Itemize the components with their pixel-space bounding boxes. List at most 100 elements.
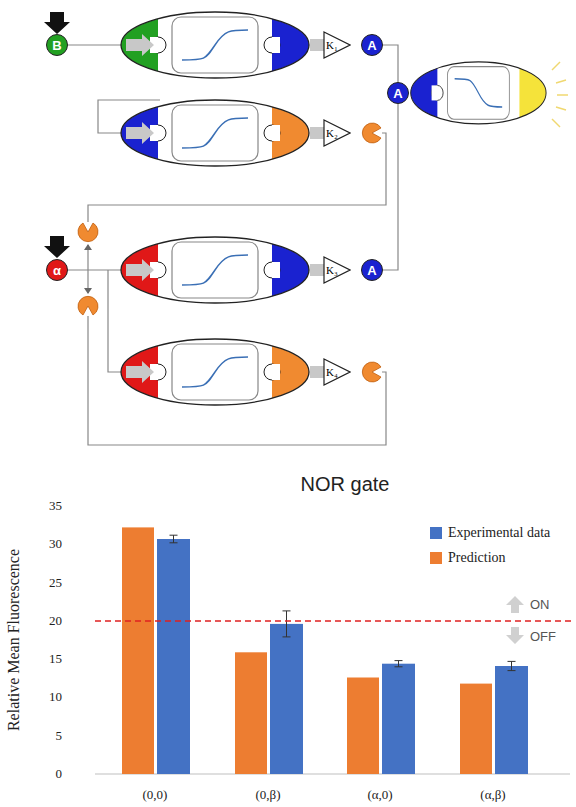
- path-shape: [87, 245, 88, 293]
- path-shape: [383, 45, 398, 82]
- use-shape: [182, 118, 248, 148]
- line-shape: [552, 119, 560, 127]
- g-shape: [78, 123, 381, 382]
- path-shape: [395, 661, 403, 667]
- legend-text: Experimental data: [448, 525, 550, 541]
- chart-label: 10: [49, 689, 62, 705]
- rect-shape: [495, 666, 528, 774]
- chart-label: 35: [49, 498, 62, 514]
- g-shape: [552, 62, 568, 127]
- ellipse-shape: [411, 62, 546, 124]
- g-shape: [170, 535, 516, 670]
- g-shape: [121, 100, 336, 166]
- node-text: K₄: [323, 366, 338, 378]
- chart-label: ON: [530, 597, 550, 612]
- gain-triangle: K₄: [323, 358, 351, 386]
- use-shape: [182, 255, 248, 285]
- node-text: α: [53, 264, 61, 277]
- node-text: K₃: [323, 264, 338, 276]
- node-text: B: [52, 39, 61, 52]
- path-shape: [78, 223, 98, 242]
- line-shape: [557, 94, 568, 96]
- legend-text: Prediction: [448, 550, 506, 566]
- chart-label: 15: [49, 651, 62, 667]
- path-shape: [283, 611, 291, 637]
- rect-shape: [157, 539, 190, 774]
- rect-shape: [447, 67, 509, 120]
- path-shape: [88, 316, 386, 445]
- ellipse-shape: [411, 62, 546, 124]
- chart-label: (0,β): [255, 787, 280, 803]
- polygon-shape: [506, 596, 524, 613]
- path-shape: [362, 362, 381, 382]
- use-shape: [182, 357, 248, 387]
- chart-label: 5: [56, 728, 63, 744]
- chart-label: (0,0): [143, 787, 168, 803]
- path-shape: [66, 44, 128, 45]
- chart-label: 0: [56, 766, 63, 782]
- connector: [383, 104, 398, 270]
- g-shape: [411, 62, 546, 124]
- signal-circle: B: [46, 34, 68, 56]
- polygon-shape: [84, 288, 92, 294]
- chart-title: NOR gate: [301, 473, 390, 496]
- rect-shape: [382, 664, 415, 774]
- chart-label: 20: [49, 613, 62, 629]
- use-shape: [126, 17, 336, 73]
- path-shape: [78, 296, 98, 315]
- use-shape: [182, 30, 248, 60]
- chart-label: 25: [49, 575, 62, 591]
- signal-circle: α: [46, 259, 68, 281]
- node-text: A: [393, 87, 402, 100]
- bars: [122, 527, 528, 774]
- gain-triangle: K₃: [323, 256, 351, 284]
- polygon-shape: [324, 257, 350, 283]
- path-shape: [362, 123, 381, 143]
- rect-shape: [432, 85, 438, 100]
- polygon-shape: [324, 32, 350, 58]
- rect-shape: [460, 684, 492, 774]
- chart-label: 30: [49, 536, 62, 552]
- legend-swatch: [430, 552, 442, 564]
- signal-circle: A: [387, 82, 409, 104]
- gain-triangle: K₁: [323, 31, 351, 59]
- polygon-shape: [324, 359, 350, 385]
- connector: [383, 45, 398, 82]
- ellipse-shape: [519, 62, 546, 124]
- chart-label: OFF: [530, 629, 556, 644]
- line-shape: [556, 107, 566, 110]
- node-text: K₁: [323, 39, 338, 51]
- polygon-shape: [506, 627, 524, 644]
- axis-title: Relative Mean Fluorescence: [5, 549, 23, 731]
- path-shape: [383, 104, 398, 270]
- signal-circle: A: [361, 259, 383, 281]
- rect-shape: [122, 527, 154, 774]
- rect-shape: [270, 624, 303, 774]
- chart-label: (α,β): [480, 787, 505, 803]
- circle-shape: [432, 85, 444, 100]
- g-shape: [121, 339, 336, 405]
- path-shape: [66, 269, 128, 270]
- node-text: K₂: [323, 127, 338, 139]
- polygon-shape: [44, 236, 70, 258]
- path-shape: [108, 270, 128, 372]
- g-shape: [121, 12, 336, 78]
- g-shape: [121, 237, 336, 303]
- line-shape: [552, 62, 560, 70]
- line-shape: [556, 80, 566, 83]
- rect-shape: [347, 678, 379, 775]
- signal-circle: A: [361, 34, 383, 56]
- ellipse-shape: [411, 62, 438, 124]
- node-text: A: [367, 39, 376, 52]
- legend-swatch: [430, 527, 442, 539]
- rect-shape: [235, 652, 267, 774]
- node-text: A: [367, 264, 376, 277]
- polygon-shape: [324, 120, 350, 146]
- path-shape: [508, 661, 516, 670]
- polygon-shape: [84, 244, 92, 250]
- gain-triangle: K₂: [323, 119, 351, 147]
- use-shape: [126, 344, 336, 400]
- g-shape: [66, 45, 386, 445]
